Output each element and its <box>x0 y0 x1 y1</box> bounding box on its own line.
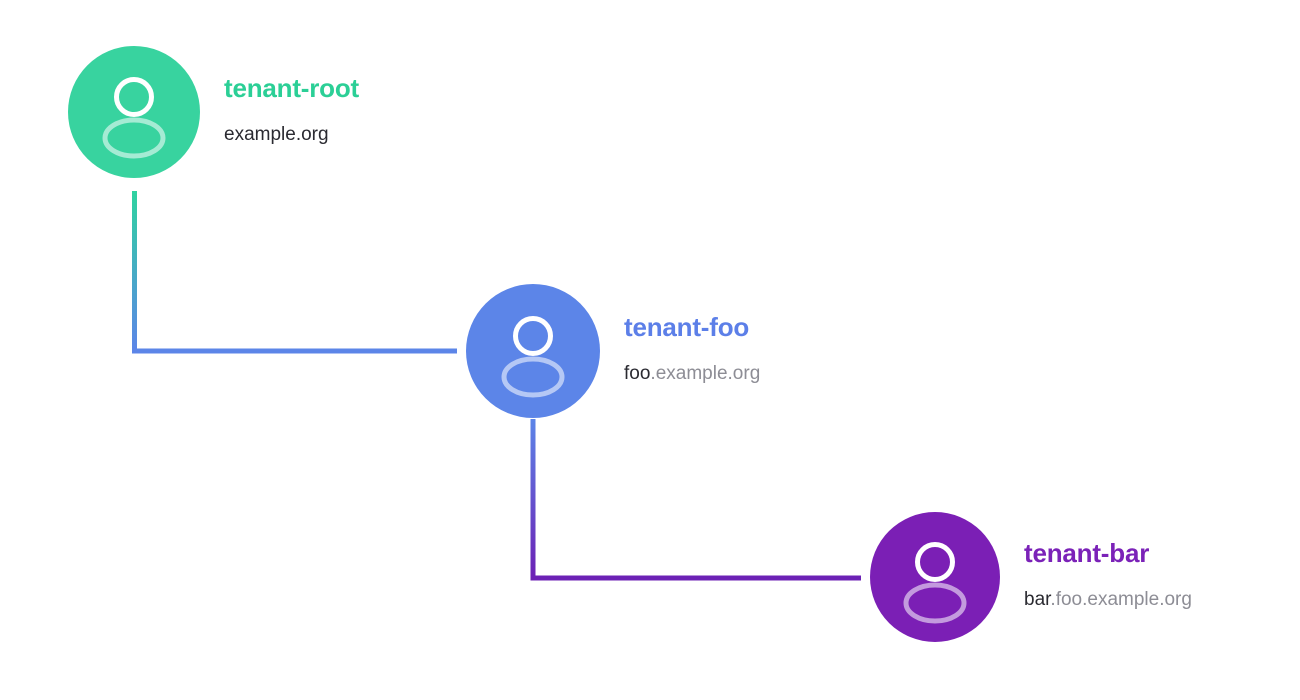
tenant-node-tenant-bar[interactable]: tenant-bar bar.foo.example.org <box>870 512 1192 642</box>
tenant-title: tenant-foo <box>624 312 750 343</box>
tenant-title: tenant-root <box>224 73 359 104</box>
tenant-node-tenant-foo[interactable]: tenant-foo foo.example.org <box>466 284 760 418</box>
tenant-labels: tenant-foo foo.example.org <box>624 313 760 384</box>
connector-foo-to-bar <box>530 419 861 581</box>
tenant-domain: example.org <box>224 123 359 146</box>
tenant-labels: tenant-bar bar.foo.example.org <box>1024 539 1192 610</box>
domain-parent: .example.org <box>650 362 761 384</box>
user-avatar-icon <box>466 284 600 418</box>
connector-root-to-foo <box>132 191 457 354</box>
tenant-labels: tenant-root example.org <box>224 74 359 145</box>
tenant-title: tenant-bar <box>1024 538 1150 569</box>
domain-parent: .foo.example.org <box>1050 588 1192 610</box>
domain-prefix: foo <box>624 362 651 384</box>
tenant-domain: bar.foo.example.org <box>1024 588 1192 611</box>
tenant-domain: foo.example.org <box>624 362 761 385</box>
domain-prefix: bar <box>1024 588 1051 610</box>
domain-prefix: example.org <box>224 123 329 145</box>
user-avatar-icon <box>870 512 1000 642</box>
user-avatar-icon <box>68 46 200 178</box>
tenant-node-tenant-root[interactable]: tenant-root example.org <box>68 46 359 178</box>
